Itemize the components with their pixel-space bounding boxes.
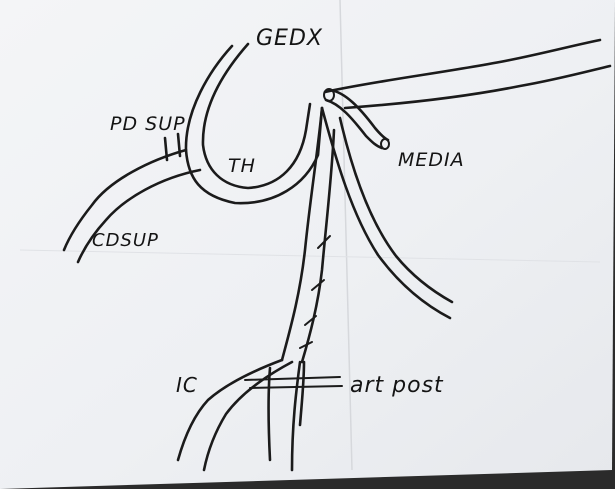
label-art-post: art post <box>350 373 444 398</box>
label-cdsup: CDSUP <box>92 230 159 251</box>
label-gedx: GEDX <box>256 26 323 51</box>
right-vessel-inner <box>340 118 452 302</box>
gedx-vessel-inner <box>203 44 310 188</box>
upper-right-vessel-top <box>325 40 600 92</box>
gedx-vessel-outer <box>186 46 322 203</box>
label-th: TH <box>228 155 256 177</box>
upper-right-vessel-bottom <box>345 66 610 108</box>
ic-branch-right <box>300 362 304 425</box>
art-post-pointer-bottom <box>250 386 342 388</box>
ic-branch-mid-left <box>269 368 271 460</box>
label-medial: MEDIA <box>398 149 465 171</box>
label-ic: IC <box>176 373 198 397</box>
label-pdsup: PD SUP <box>110 113 186 135</box>
trunk-branch-2 <box>312 280 324 290</box>
main-trunk-right <box>302 130 334 362</box>
medial-tube-end <box>381 139 389 149</box>
medial-tube-top <box>330 90 388 140</box>
art-post-pointer-top <box>245 377 340 380</box>
